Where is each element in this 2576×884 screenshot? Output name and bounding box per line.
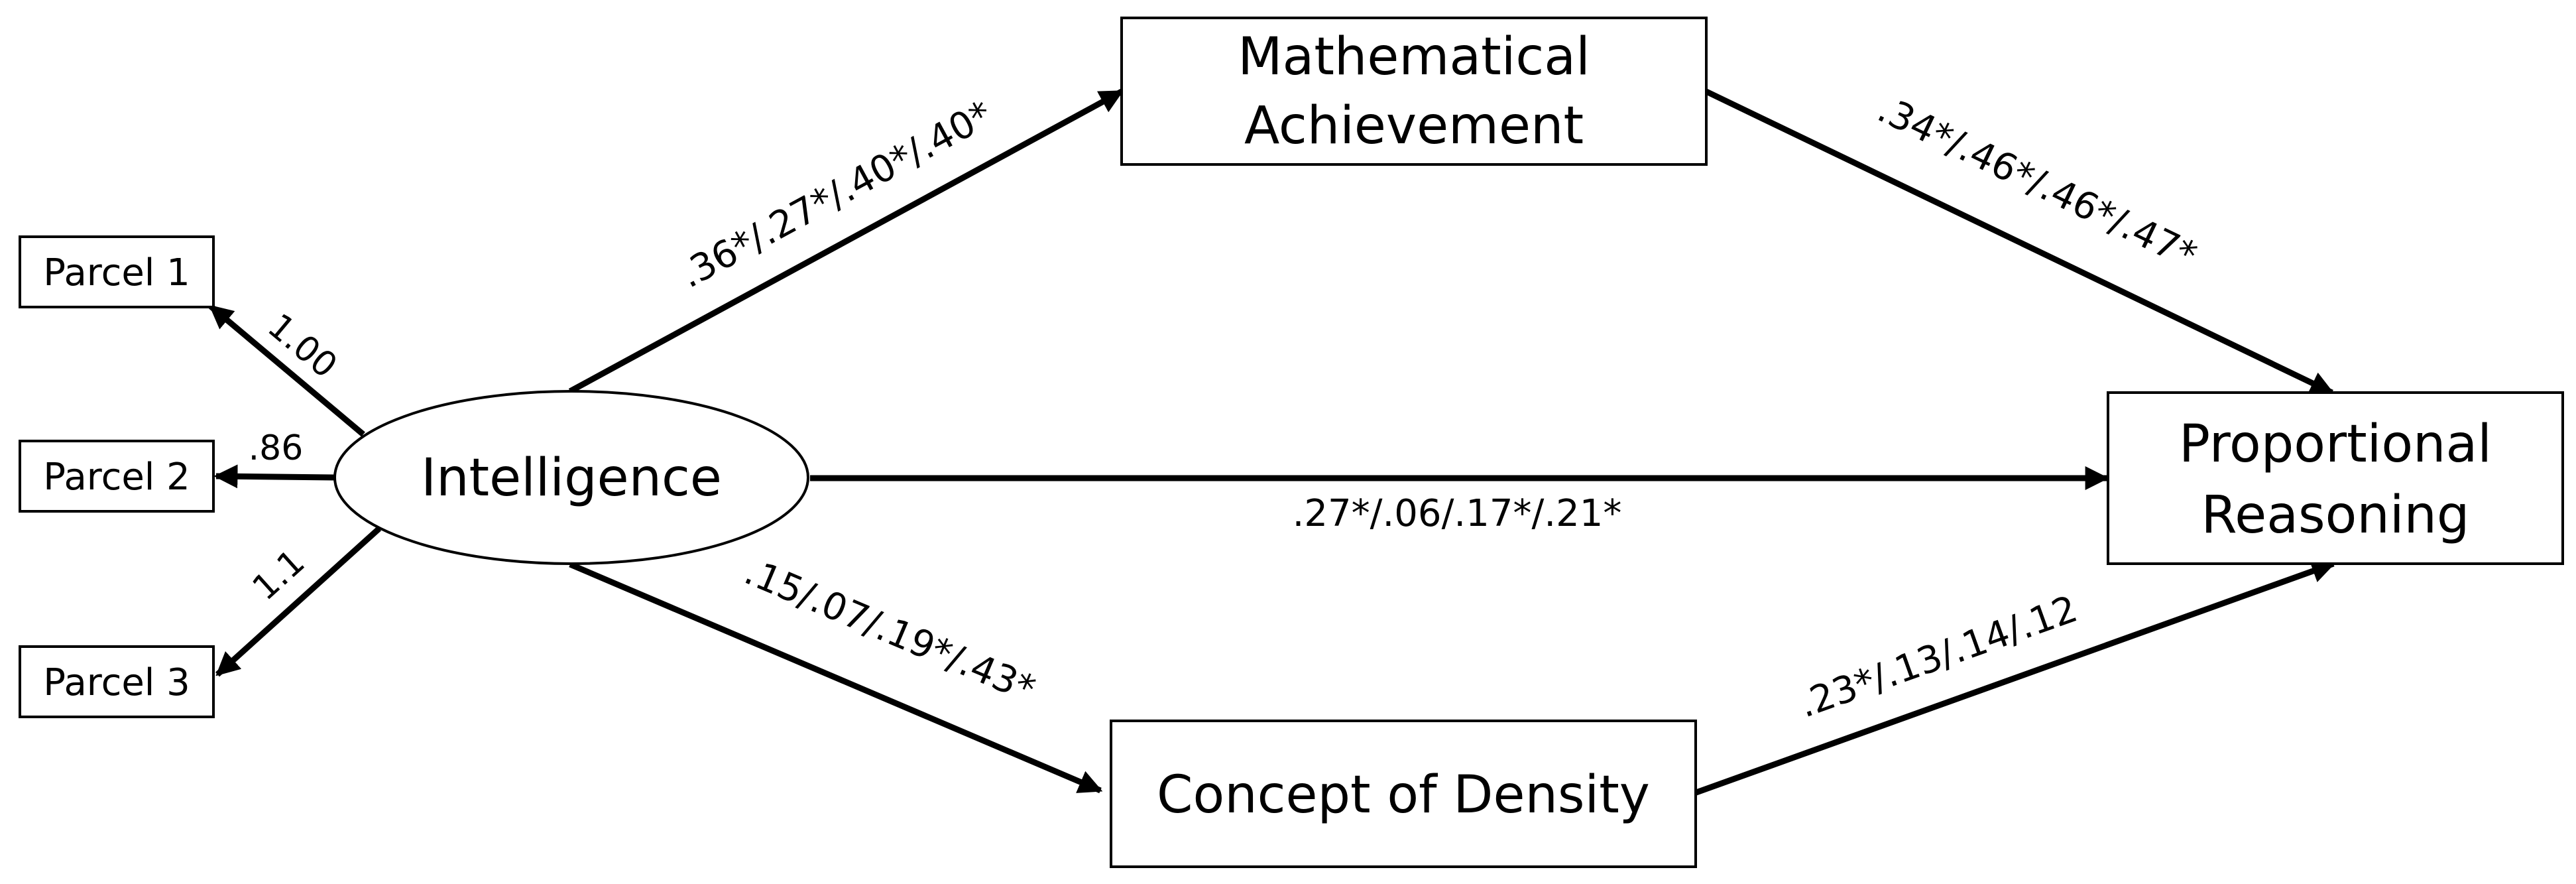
node-proportional-reasoning: Proportional Reasoning xyxy=(2107,391,2564,565)
arrow-concept-of-density-to-proportional-reasoning xyxy=(1693,560,2336,796)
node-parcel-1-label: Parcel 1 xyxy=(43,251,190,294)
arrow-intelligence-to-parcel-1 xyxy=(209,304,365,437)
arrow-intelligence-to-parcel-2 xyxy=(213,464,335,489)
node-parcel-1: Parcel 1 xyxy=(19,235,215,308)
node-density-label: Concept of Density xyxy=(1157,765,1650,825)
node-parcel-3: Parcel 3 xyxy=(19,645,215,718)
coef-intelligence-to-concept-of-density: .15/.07/.19*/.43* xyxy=(738,550,1041,711)
node-parcel-2: Parcel 2 xyxy=(19,440,215,513)
node-parcel-2-label: Parcel 2 xyxy=(43,456,190,499)
node-mathematical-achievement: Mathematical Achievement xyxy=(1120,17,1708,166)
loading-parcel-2: .86 xyxy=(249,428,304,468)
node-intelligence-label: Intelligence xyxy=(421,448,722,508)
node-intelligence: Intelligence xyxy=(333,390,809,565)
node-math-line-2: Achievement xyxy=(1244,96,1584,156)
arrow-intelligence-to-concept-of-density xyxy=(569,561,1103,794)
node-concept-of-density: Concept of Density xyxy=(1110,720,1697,868)
arrow-math-achievement-to-proportional-reasoning xyxy=(1705,88,2335,396)
arrow-intelligence-to-math-achievement xyxy=(568,89,1124,394)
node-parcel-3-label: Parcel 3 xyxy=(43,661,190,704)
loading-parcel-1: 1.00 xyxy=(260,306,344,386)
arrow-intelligence-to-parcel-3 xyxy=(215,526,382,677)
coef-intelligence-to-proportional-reasoning: .27*/.06/.17*/.21* xyxy=(1293,492,1622,535)
node-math-line-1: Mathematical xyxy=(1238,27,1590,87)
coef-intelligence-to-math-achievement: .36*/.27*/.40*/.40* xyxy=(673,93,999,297)
node-prop-line-1: Proportional xyxy=(2179,414,2492,474)
node-prop-line-2: Reasoning xyxy=(2201,485,2470,545)
